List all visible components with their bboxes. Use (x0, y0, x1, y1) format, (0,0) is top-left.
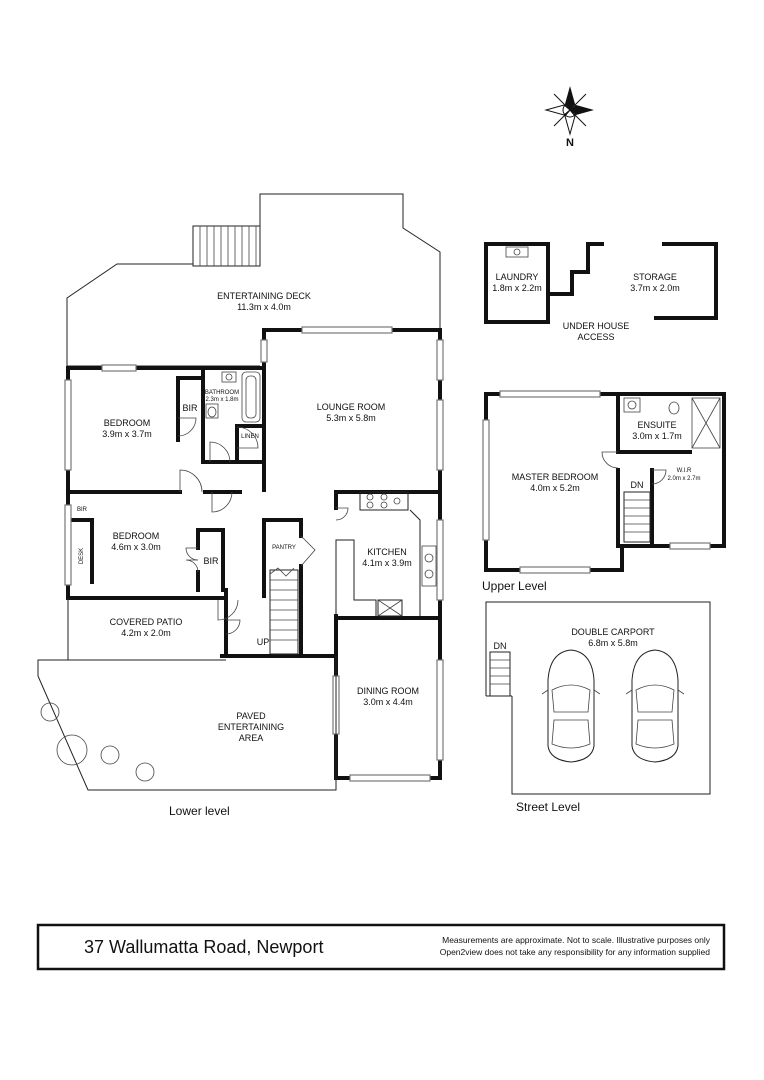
entertaining-deck-name: ENTERTAINING DECK (217, 291, 311, 301)
laundry-name: LAUNDRY (496, 272, 539, 282)
upper-level-label: Upper Level (482, 579, 547, 593)
pantry-label: PANTRY (272, 545, 296, 551)
street-level-plan: DN DOUBLE CARPORT 6.8m x 5.8m Street Lev… (485, 601, 711, 814)
bedroom-1-name: BEDROOM (104, 418, 151, 428)
bedroom-2-name: BEDROOM (113, 531, 160, 541)
kitchen-name: KITCHEN (367, 547, 407, 557)
carport-size: 6.8m x 5.8m (588, 638, 638, 648)
upper-dn-label: DN (631, 480, 644, 490)
ensuite-name: ENSUITE (637, 420, 676, 430)
lounge-room-name: LOUNGE ROOM (317, 402, 386, 412)
bir-2-label: BIR (203, 556, 219, 566)
storage-size: 3.7m x 2.0m (630, 283, 680, 293)
wir-name: W.I.R (677, 468, 692, 474)
dining-room-size: 3.0m x 4.4m (363, 697, 413, 707)
paved-area-line2: ENTERTAINING (218, 722, 284, 732)
bathroom-size: 2.3m x 1.8m (205, 397, 238, 403)
up-label: UP (257, 637, 270, 647)
kitchen-fixtures (335, 491, 437, 617)
paved-area-line1: PAVED (236, 711, 266, 721)
bir-1-label: BIR (182, 403, 198, 413)
deck-stairs (192, 225, 261, 267)
disclaimer-line1: Measurements are approximate. Not to sca… (442, 935, 711, 945)
paved-area-line3: AREA (239, 733, 264, 743)
lower-level-doors (177, 417, 349, 635)
car-icon (541, 649, 601, 763)
entertaining-deck-size: 11.3m x 4.0m (237, 302, 291, 312)
linen-label: LINEN (241, 434, 259, 440)
bathroom-fixtures (205, 371, 261, 423)
property-address: 37 Wallumatta Road, Newport (84, 937, 323, 957)
compass-rose-icon: N (544, 86, 594, 149)
paved-area-outline (37, 598, 337, 791)
under-house-plan: LAUNDRY 1.8m x 2.2m STORAGE 3.7m x 2.0m … (484, 242, 718, 342)
laundry-size: 1.8m x 2.2m (492, 283, 542, 293)
lounge-room-size: 5.3m x 5.8m (326, 413, 376, 423)
carport-name: DOUBLE CARPORT (571, 627, 655, 637)
bedroom-1-size: 3.9m x 3.7m (102, 429, 152, 439)
lower-level-label: Lower level (169, 804, 230, 818)
deck-outline (66, 193, 441, 366)
car-icon (625, 649, 685, 763)
kitchen-size: 4.1m x 3.9m (362, 558, 412, 568)
dining-room-name: DINING ROOM (357, 686, 419, 696)
ensuite-size: 3.0m x 1.7m (632, 431, 682, 441)
under-house-access-line2: ACCESS (577, 332, 614, 342)
desk-label: DESK (79, 548, 85, 564)
disclaimer-line2: Open2view does not take any responsibili… (440, 947, 711, 957)
master-bedroom-name: MASTER BEDROOM (512, 472, 599, 482)
garden-shrubs-icon (40, 702, 155, 782)
under-house-access-line1: UNDER HOUSE (563, 321, 630, 331)
street-dn-label: DN (494, 641, 507, 651)
bathroom-name: BATHROOM (205, 390, 239, 396)
lower-level-plan: ENTERTAINING DECK 11.3m x 4.0m LOUNGE RO… (37, 193, 444, 818)
covered-patio-size: 4.2m x 2.0m (121, 628, 171, 638)
storage-name: STORAGE (633, 272, 677, 282)
master-bedroom-size: 4.0m x 5.2m (530, 483, 580, 493)
lower-stairs (269, 567, 299, 655)
footer-box: 37 Wallumatta Road, Newport Measurements… (36, 923, 726, 971)
north-label: N (566, 137, 574, 149)
upper-level-plan: MASTER BEDROOM 4.0m x 5.2m ENSUITE 3.0m … (482, 390, 726, 593)
bir-3-label: BIR (77, 507, 88, 513)
street-level-label: Street Level (516, 800, 580, 814)
covered-patio-name: COVERED PATIO (110, 617, 183, 627)
wir-size: 2.0m x 2.7m (667, 476, 700, 482)
bedroom-2-size: 4.6m x 3.0m (111, 542, 161, 552)
